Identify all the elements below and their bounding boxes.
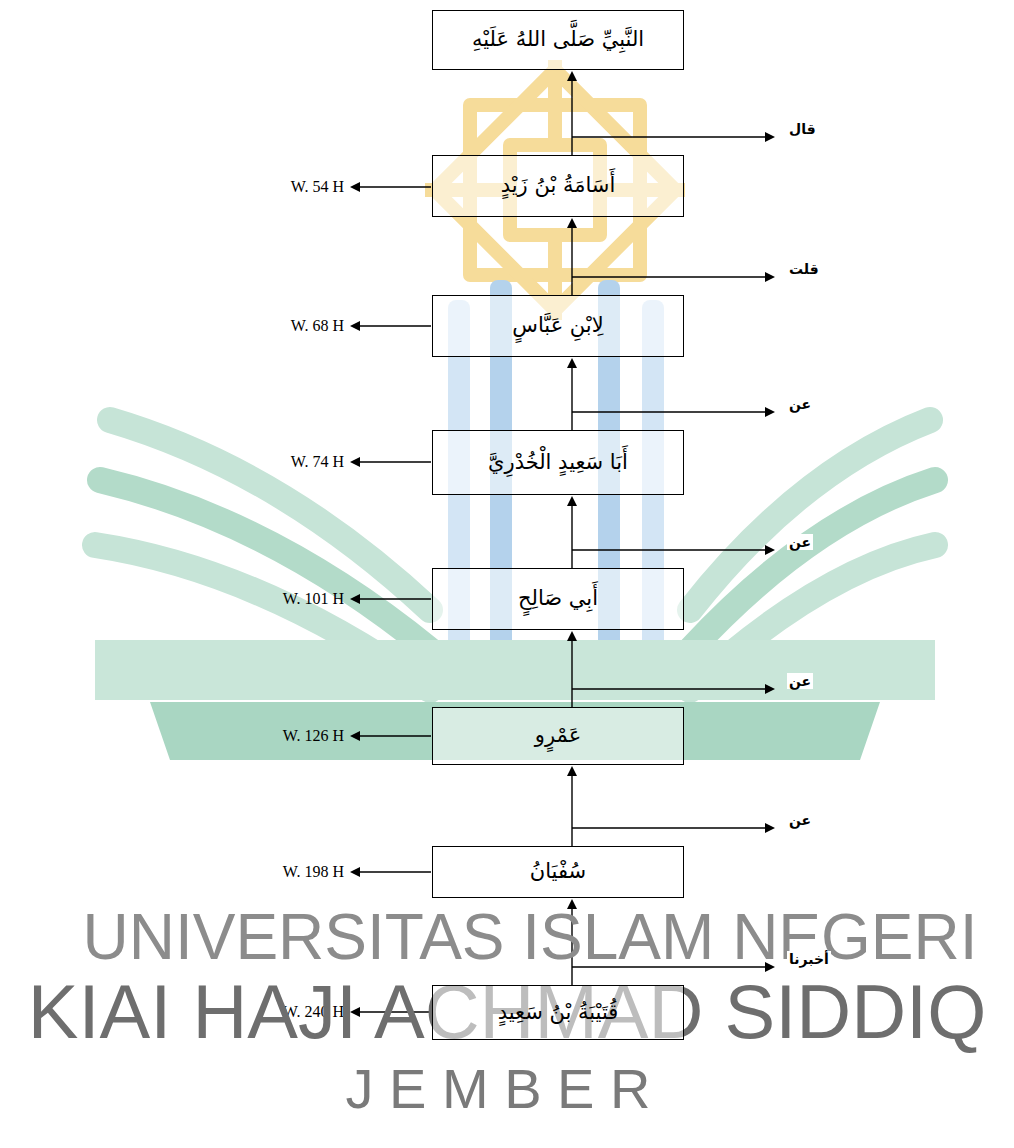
- death-year: W. 68 H: [291, 317, 344, 335]
- edge-label: عن: [787, 534, 813, 550]
- leader-line: [358, 598, 431, 599]
- arrow-head: [567, 218, 577, 228]
- narrator-box: سُفْيَانُ: [432, 846, 684, 898]
- book-band: [95, 640, 935, 700]
- narrator-box: النَّبِيِّ صَلَّى اللهُ عَلَيْهِ: [432, 10, 684, 70]
- arrow-head: [567, 631, 577, 641]
- edge-label: عن: [787, 396, 813, 412]
- narrator-box: أَبِي صَالِحٍ: [432, 568, 684, 630]
- arrow-head: [765, 272, 775, 282]
- branch-line: [572, 411, 766, 412]
- transmission-arrow: [567, 71, 775, 155]
- leader-head: [350, 867, 360, 877]
- edge-label: قلت: [787, 261, 821, 277]
- narrator-name: أَبِي صَالِحٍ: [510, 583, 606, 615]
- arrow-head: [765, 132, 775, 142]
- narrator-box: عَمْرٍو: [432, 707, 684, 765]
- arrow-head: [567, 358, 577, 368]
- edge-label: أخبرنا: [787, 951, 831, 967]
- death-year: W. 198 H: [283, 863, 344, 881]
- leader-head: [350, 457, 360, 467]
- edge-label: عن: [787, 673, 813, 689]
- arrow-line: [571, 775, 572, 846]
- leader-line: [358, 461, 431, 462]
- watermark-text: UNIVERSITAS ISLAM NEGERI: [83, 902, 978, 972]
- narrator-name: أَبَا سَعِيدٍ الْخُدْرِيَّ: [480, 447, 636, 479]
- transmission-arrow: [567, 631, 775, 707]
- arrow-head: [765, 545, 775, 555]
- arrow-line: [571, 80, 572, 155]
- narrator-box: قُتَيْبَةُ بْنُ سَعِيدٍ: [432, 985, 684, 1040]
- arrow-line: [571, 640, 572, 707]
- leader-line: [358, 186, 431, 187]
- leader-head: [350, 182, 360, 192]
- edge-label: قال: [787, 121, 818, 137]
- narrator-name: سُفْيَانُ: [522, 856, 594, 888]
- leader-head: [350, 594, 360, 604]
- death-year: W. 101 H: [283, 590, 344, 608]
- arrow-head: [567, 766, 577, 776]
- arrow-line: [571, 505, 572, 568]
- arrow-head: [567, 71, 577, 81]
- narrator-box: أَبَا سَعِيدٍ الْخُدْرِيَّ: [432, 430, 684, 495]
- leader-head: [350, 321, 360, 331]
- leader-line: [358, 325, 431, 326]
- branch-line: [572, 688, 766, 689]
- arrow-line: [571, 367, 572, 430]
- logo-star: [425, 60, 685, 320]
- branch-line: [572, 276, 766, 277]
- arrow-line: [571, 227, 572, 295]
- transmission-arrow: [567, 496, 775, 568]
- arrow-head: [765, 407, 775, 417]
- narrator-name: قُتَيْبَةُ بْنُ سَعِيدٍ: [490, 997, 627, 1029]
- transmission-arrow: [567, 218, 775, 295]
- branch-line: [572, 136, 766, 137]
- narrator-name: عَمْرٍو: [527, 720, 589, 752]
- narrator-name: لِابْنِ عَبَّاسٍ: [504, 310, 611, 342]
- transmission-arrow: [567, 766, 775, 846]
- arrow-head: [567, 496, 577, 506]
- narrator-box: أَسَامَةُ بْنُ زَيْدٍ: [432, 155, 684, 217]
- narrator-box: لِابْنِ عَبَّاسٍ: [432, 295, 684, 357]
- watermark-text: J E M B E R: [346, 1058, 651, 1120]
- transmission-arrow: [567, 358, 775, 430]
- death-year: W. 126 H: [283, 727, 344, 745]
- leader-head: [350, 731, 360, 741]
- narrator-name: أَسَامَةُ بْنُ زَيْدٍ: [493, 170, 624, 202]
- arrow-head: [765, 823, 775, 833]
- branch-line: [572, 827, 766, 828]
- arrow-head: [765, 684, 775, 694]
- branch-line: [572, 549, 766, 550]
- narrator-name: النَّبِيِّ صَلَّى اللهُ عَلَيْهِ: [464, 24, 652, 56]
- death-year: W. 54 H: [291, 178, 344, 196]
- death-year: W. 74 H: [291, 453, 344, 471]
- leader-line: [358, 871, 431, 872]
- edge-label: عن: [787, 812, 813, 828]
- leader-line: [358, 735, 431, 736]
